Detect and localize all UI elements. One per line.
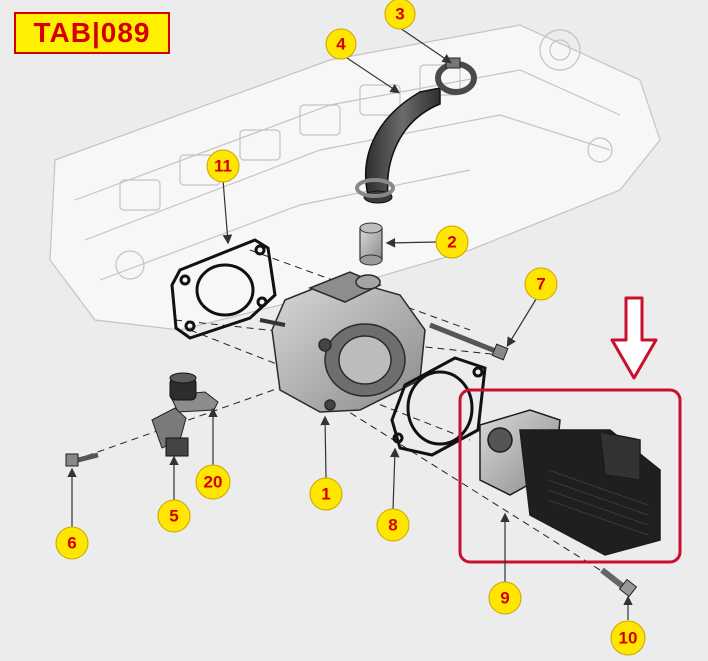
callout-6: 6 bbox=[55, 526, 89, 560]
cylinder-head-ghost bbox=[49, 24, 661, 331]
gasket-upper bbox=[170, 238, 277, 340]
highlight-frame bbox=[458, 388, 682, 564]
callout-label: 10 bbox=[619, 629, 638, 648]
callout-8: 8 bbox=[376, 508, 410, 542]
callout-10: 10 bbox=[610, 620, 646, 656]
bolt-valve bbox=[600, 567, 638, 598]
callout-1: 1 bbox=[309, 477, 343, 511]
callout-20: 20 bbox=[195, 464, 231, 500]
bolt-long bbox=[429, 322, 509, 361]
callout-label: 9 bbox=[500, 589, 509, 608]
callout-11: 11 bbox=[206, 149, 240, 183]
gasket-lower bbox=[390, 356, 487, 457]
hose-lower-clamp bbox=[355, 178, 395, 198]
tab-code-label: TAB|089 bbox=[14, 12, 170, 54]
callout-label: 8 bbox=[388, 516, 397, 535]
callout-label: 3 bbox=[395, 5, 404, 24]
callout-9: 9 bbox=[488, 581, 522, 615]
callout-label: 1 bbox=[321, 485, 330, 504]
callout-3: 3 bbox=[384, 0, 416, 30]
arrow-down-icon bbox=[610, 296, 658, 380]
callout-label: 5 bbox=[169, 507, 178, 526]
callout-label: 11 bbox=[214, 157, 232, 176]
sensor-bracket bbox=[151, 372, 219, 457]
leader-lines bbox=[67, 27, 633, 620]
callout-label: 4 bbox=[336, 35, 346, 54]
bolt-short bbox=[65, 452, 99, 467]
callout-4: 4 bbox=[325, 28, 357, 60]
egr-valve bbox=[479, 409, 661, 556]
throttle-body bbox=[259, 271, 426, 413]
callout-label: 7 bbox=[536, 275, 545, 294]
callout-7: 7 bbox=[524, 267, 558, 301]
callout-label: 20 bbox=[204, 473, 223, 492]
callout-5: 5 bbox=[157, 499, 191, 533]
callout-2: 2 bbox=[435, 225, 469, 259]
sleeve bbox=[359, 222, 383, 266]
callout-label: 6 bbox=[67, 534, 76, 553]
callout-label: 2 bbox=[447, 233, 456, 252]
